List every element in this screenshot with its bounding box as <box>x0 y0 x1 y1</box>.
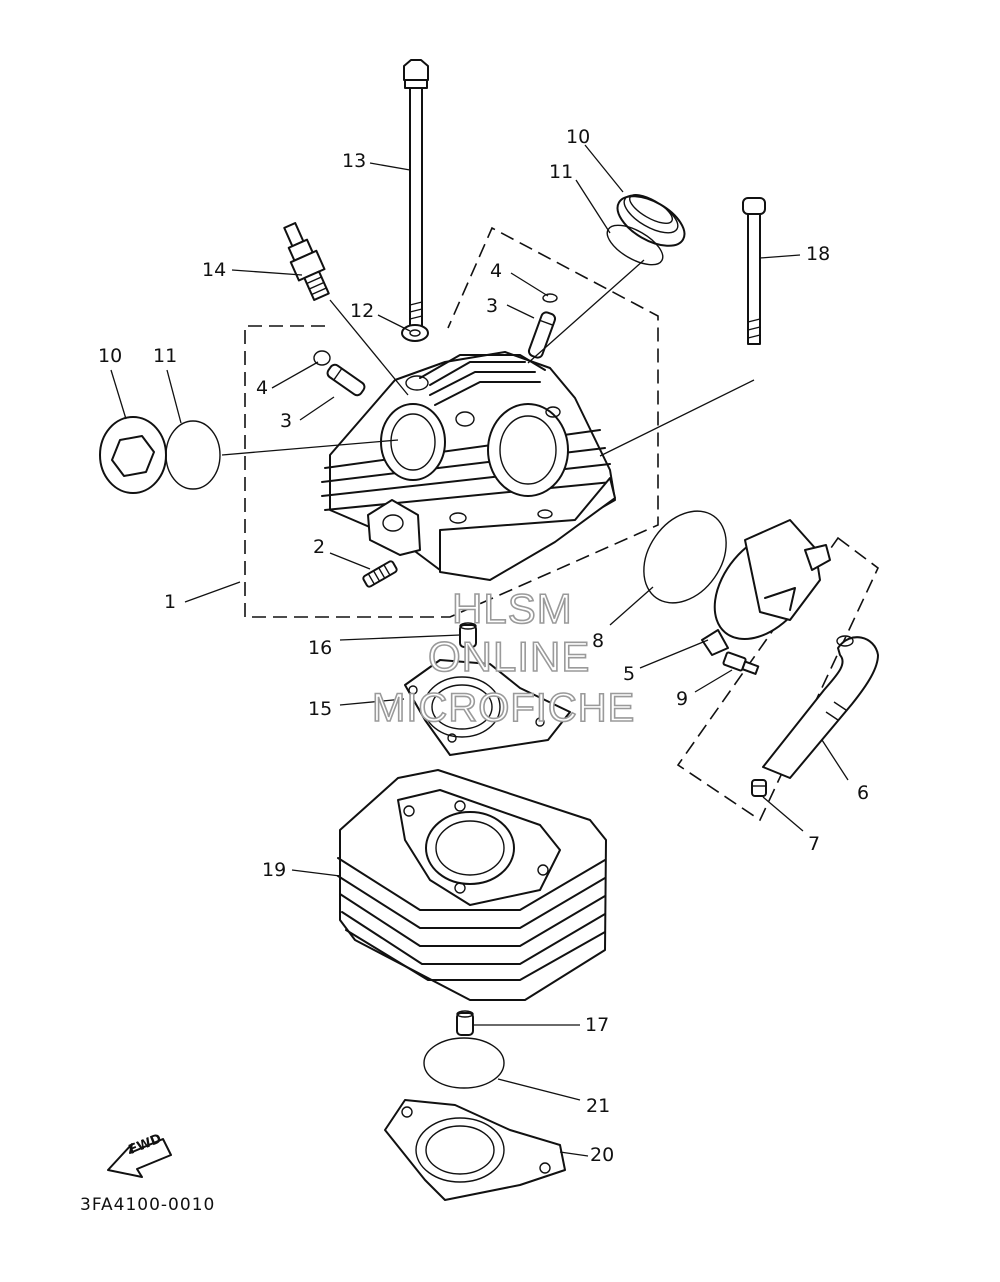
base-gasket-20 <box>384 1099 566 1201</box>
callout-8: 8 <box>592 630 605 652</box>
cylinder-head-1 <box>321 351 616 581</box>
callout-10-top: 10 <box>566 126 591 148</box>
callout-15: 15 <box>308 698 333 720</box>
breather-cover-5 <box>701 519 831 656</box>
callout-12: 12 <box>350 300 375 322</box>
dowel-pin-16 <box>459 622 477 648</box>
callout-13: 13 <box>342 150 367 172</box>
callout-17: 17 <box>585 1014 610 1036</box>
head-gasket-15 <box>404 659 571 756</box>
callout-2: 2 <box>313 536 326 558</box>
callout-4-left: 4 <box>256 377 269 399</box>
leader-lines <box>110 144 849 1157</box>
washer-12 <box>401 324 429 342</box>
callout-11-top: 11 <box>549 161 574 183</box>
callout-6: 6 <box>857 782 870 804</box>
stud-bolt-13 <box>403 59 429 329</box>
dowel-pin-17 <box>456 1010 474 1036</box>
callout-11-left: 11 <box>153 345 178 367</box>
figure-code: 3FA4100-0010 <box>80 1195 216 1215</box>
cap-10-left <box>99 416 167 494</box>
callout-21: 21 <box>586 1095 611 1117</box>
stud-2 <box>362 560 398 588</box>
callout-10-left: 10 <box>98 345 123 367</box>
o-ring-21 <box>423 1037 505 1089</box>
breather-hose-6 <box>762 635 879 779</box>
callout-5: 5 <box>623 663 636 685</box>
cylinder-19 <box>337 769 607 1001</box>
callout-9: 9 <box>676 688 689 710</box>
callout-7: 7 <box>808 833 821 855</box>
fwd-arrow-icon <box>107 1138 172 1178</box>
valve-seal-4-left <box>313 350 331 366</box>
callout-1: 1 <box>164 591 177 613</box>
cylinder-head-assembly-box <box>244 226 659 618</box>
callout-3-top: 3 <box>486 295 499 317</box>
gasket-8 <box>643 510 727 604</box>
callout-20: 20 <box>590 1144 615 1166</box>
callout-14: 14 <box>202 259 227 281</box>
callout-18: 18 <box>806 243 831 265</box>
callout-4-top: 4 <box>490 260 503 282</box>
breather-assembly-box <box>676 536 880 822</box>
watermark-line-2: ONLINE <box>427 633 591 680</box>
bolt-9 <box>722 651 760 675</box>
spark-plug-14 <box>283 222 330 301</box>
callout-19: 19 <box>262 859 287 881</box>
valve-guide-3-left <box>326 363 366 397</box>
callout-16: 16 <box>308 637 333 659</box>
cap-10-top <box>616 193 686 247</box>
o-ring-11-left <box>165 420 221 490</box>
valve-seal-4-top <box>542 293 558 303</box>
clip-7 <box>751 779 767 797</box>
callout-3-left: 3 <box>280 410 293 432</box>
watermark-line-3: MICROFICHE <box>371 686 636 730</box>
bolt-18 <box>742 197 766 345</box>
watermark-line-1: HLSM <box>451 585 573 632</box>
valve-guide-3-top <box>527 311 557 359</box>
